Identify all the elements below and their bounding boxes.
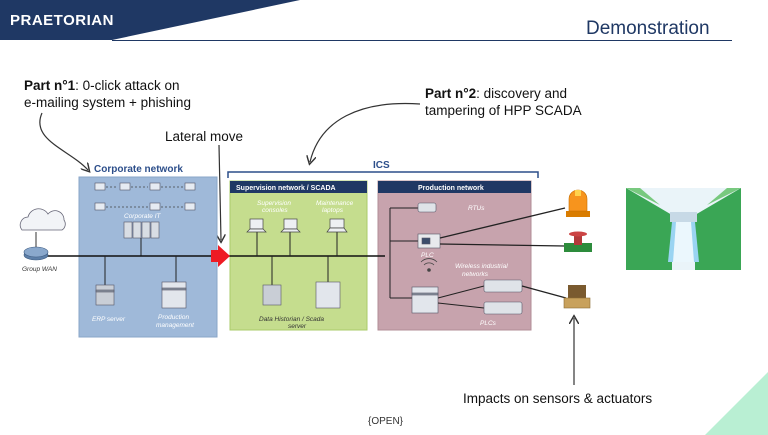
plcs-label: PLCs xyxy=(480,320,497,327)
part1-prefix: Part n°1 xyxy=(24,78,76,93)
historian-server-icon xyxy=(262,281,341,309)
part1-line1: : 0-click attack on xyxy=(75,78,180,93)
alarm-beacon-icon xyxy=(566,189,590,217)
production-network-title: Production network xyxy=(418,185,484,192)
part2-annotation: Part n°2: discovery and tampering of HPP… xyxy=(425,85,582,119)
production-management-label-l2: management xyxy=(156,322,195,329)
ics-label: ICS xyxy=(373,160,390,171)
cloud-icon xyxy=(19,208,66,231)
solenoid-valve-icon xyxy=(563,285,591,309)
plcs-icon xyxy=(483,279,523,315)
part1-arrow xyxy=(39,112,88,170)
rtu-icon xyxy=(417,202,437,213)
lateral-move-label: Lateral move xyxy=(165,129,244,144)
production-management-label-l1: Production xyxy=(158,314,189,321)
supervision-consoles-label-l1: Supervision xyxy=(257,200,291,207)
router-icon xyxy=(23,246,49,261)
decorative-corner xyxy=(705,372,768,435)
wireless-networks-label-l1: Wireless industrial xyxy=(455,263,508,270)
corporate-network-box xyxy=(78,176,218,338)
attack-arrow xyxy=(211,245,230,267)
part2-arrow xyxy=(310,102,421,162)
lateral-move-arrow xyxy=(219,144,221,240)
valve-icon xyxy=(564,231,592,252)
part1-line2: e-mailing system + phishing xyxy=(24,95,191,110)
production-management-icon xyxy=(161,281,187,309)
supervision-consoles-icon xyxy=(246,218,301,233)
erp-server-icon xyxy=(95,284,115,306)
plc-rack-icon xyxy=(411,286,439,314)
supervision-network-title: Supervision network / SCADA xyxy=(236,185,336,192)
wireless-networks-label-l2: networks xyxy=(462,271,489,278)
part2-line1: : discovery and xyxy=(476,86,567,101)
plc-label: PLC xyxy=(421,252,434,259)
title-divider xyxy=(112,40,732,41)
logo-band xyxy=(0,0,300,40)
impacts-annotation: Impacts on sensors & actuators xyxy=(463,391,653,406)
historian-label-l1: Data Historian / Scada xyxy=(259,316,324,323)
corporate-it-servers xyxy=(123,221,160,239)
plc-icon xyxy=(417,233,441,249)
erp-server-label: ERP server xyxy=(92,316,126,323)
maintenance-laptops-label-l2: laptops xyxy=(322,207,344,214)
wireless-antenna-icon xyxy=(420,258,438,272)
part2-prefix: Part n°2 xyxy=(425,86,477,101)
classification-footer: {OPEN} xyxy=(368,416,404,427)
ics-bracket xyxy=(227,171,539,178)
corporate-workstations xyxy=(94,182,196,211)
corporate-it-label: Corporate IT xyxy=(124,213,162,220)
rtus-label: RTUs xyxy=(468,205,485,212)
part2-line2: tampering of HPP SCADA xyxy=(425,103,582,118)
historian-label-l2: server xyxy=(288,323,307,330)
corporate-network-title: Corporate network xyxy=(94,164,183,175)
part1-annotation: Part n°1: 0-click attack on e-mailing sy… xyxy=(24,77,191,111)
page-title: Demonstration xyxy=(586,18,710,39)
maintenance-laptops-label-l1: Maintenance xyxy=(316,200,354,207)
supervision-consoles-label-l2: consoles xyxy=(262,207,288,214)
logo: PRAETORIAN xyxy=(10,12,114,29)
group-wan-label: Group WAN xyxy=(22,266,57,273)
maintenance-laptop-icon xyxy=(326,218,348,233)
dam-image xyxy=(626,188,741,270)
